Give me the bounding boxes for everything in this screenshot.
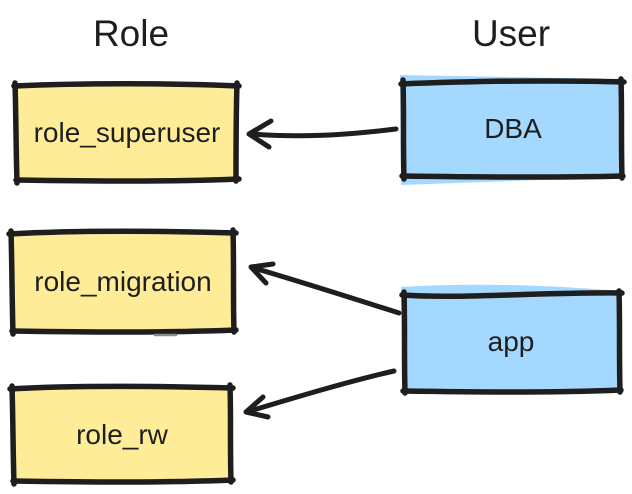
dba-box-fill	[400, 75, 622, 185]
edge-dba-to-role-superuser-shaft	[249, 126, 399, 139]
role-rw-border-top	[7, 383, 236, 392]
edge-app-to-role-rw	[243, 368, 397, 420]
edge-app-to-role-rw-arrowhead-icon	[243, 394, 271, 420]
role-rw-border-right	[227, 382, 234, 485]
app-border-top	[399, 290, 625, 299]
edge-app-to-role-migration-arrowhead-icon	[248, 261, 276, 286]
dba-border-bottom	[399, 173, 626, 180]
edge-dba-to-role-superuser	[246, 118, 399, 150]
edge-app-to-role-migration-shaft	[251, 265, 402, 316]
role-migration-box-fill	[12, 233, 233, 330]
node-app: app	[399, 284, 625, 396]
role-superuser-border-top	[11, 81, 242, 89]
role-superuser-box-fill	[17, 85, 236, 179]
role-superuser-border-left	[12, 80, 20, 186]
app-border-left	[401, 289, 408, 396]
column-title-user: User	[472, 13, 550, 54]
dba-border-left	[400, 77, 407, 182]
edge-dba-to-role-superuser-arrowhead-icon	[246, 118, 274, 150]
role-rw-label: role_rw	[76, 419, 169, 450]
role-migration-border-left	[8, 228, 16, 337]
edge-app-to-role-migration	[248, 261, 402, 316]
app-border-right	[616, 288, 623, 395]
column-title-role: Role	[93, 13, 169, 54]
role-superuser-border-bottom	[13, 176, 242, 184]
role-migration-label: role_migration	[34, 266, 211, 297]
role-rw-border-bottom	[10, 477, 236, 485]
role-superuser-label: role_superuser	[34, 117, 221, 148]
app-border-bottom	[400, 387, 624, 395]
node-role-superuser: role_superuser	[11, 80, 242, 186]
app-box-fill	[401, 284, 621, 391]
edge-app-to-role-rw-shaft	[247, 368, 397, 414]
role-migration-border-right	[230, 227, 237, 335]
role-migration-border-bottom	[9, 327, 239, 335]
app-label: app	[488, 326, 535, 357]
role-rw-box-fill	[13, 388, 230, 480]
dba-border-top	[398, 78, 627, 87]
role-superuser-border-right	[233, 80, 240, 184]
dba-label: DBA	[484, 113, 542, 144]
role-migration-border-top	[6, 228, 239, 237]
node-role-rw: role_rw	[7, 382, 236, 487]
node-dba: DBA	[398, 75, 627, 185]
role-rw-border-left	[9, 383, 17, 487]
dba-border-right	[618, 76, 625, 181]
node-role-migration: role_migration	[6, 227, 239, 337]
